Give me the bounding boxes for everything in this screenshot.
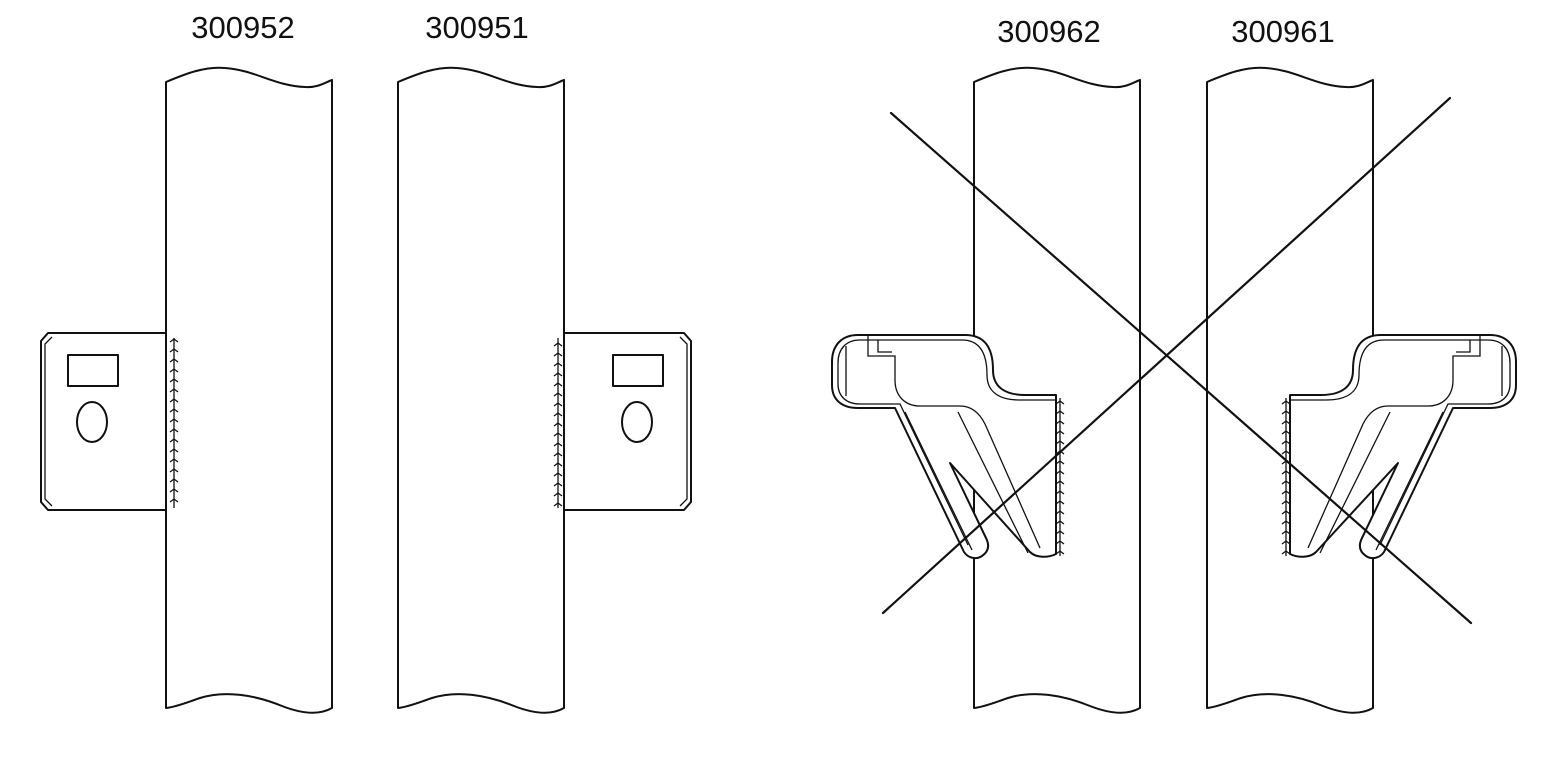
post-300961 [1206,66,1374,714]
round-hole-300952 [76,401,108,443]
bracket-plate-300951 [563,332,692,511]
part-300951: 300951 [397,10,692,714]
bracket-bevel [44,336,53,507]
cross-line-2 [881,96,1452,615]
part-300952: 300952 [40,10,333,714]
part-300961: 300961 [1206,14,1517,714]
hook-bracket-300962 [831,334,1065,560]
part-300962: 300962 [831,14,1141,714]
post-300952 [165,66,333,714]
part-label-300952: 300952 [191,10,294,45]
weld-marks-300961 [1281,400,1291,555]
post-300962 [973,66,1141,714]
rectangular-hole-300951 [612,354,664,387]
cross-line-1 [889,111,1473,625]
part-label-300951: 300951 [425,10,528,45]
part-label-300961: 300961 [1231,14,1334,49]
bracket-plate-300952 [40,332,167,511]
post-300951 [397,66,565,714]
rectangular-hole-300952 [67,354,119,387]
bracket-bevel [679,336,688,507]
part-label-300962: 300962 [997,14,1100,49]
weld-marks-300951 [553,342,563,507]
cross-out-mark [881,96,1473,625]
weld-marks-300952 [169,338,179,503]
round-hole-300951 [621,401,653,443]
hook-bracket-300961 [1281,334,1517,560]
